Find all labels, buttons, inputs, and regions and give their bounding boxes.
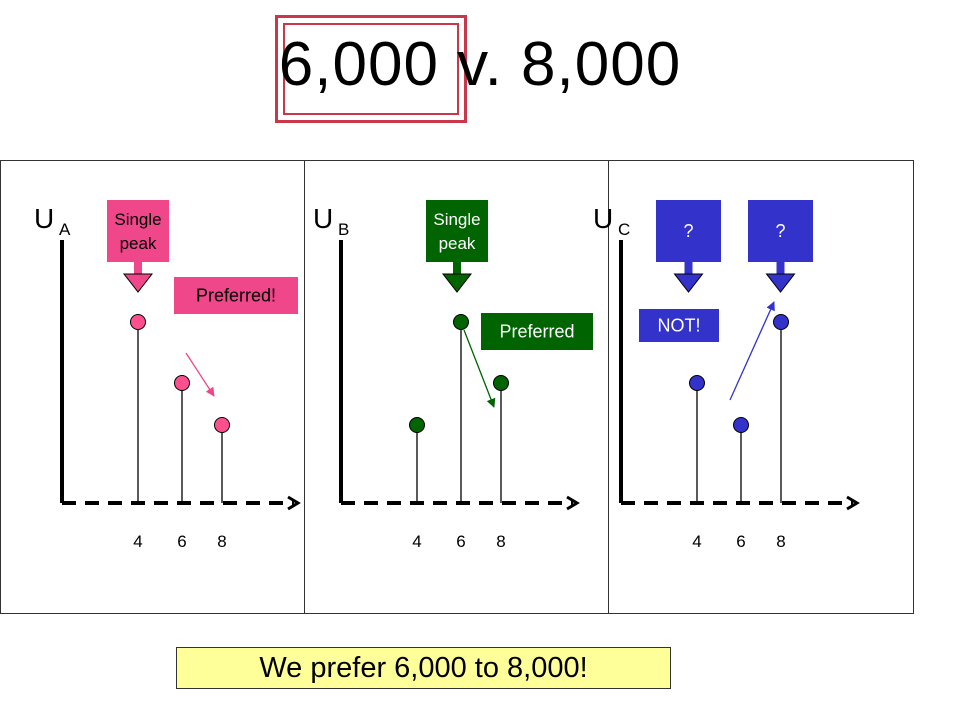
- tick-label: 6: [177, 532, 186, 551]
- callout-box: [426, 200, 488, 262]
- axis-label: U: [313, 203, 333, 234]
- callout-arrow-stem: [134, 262, 142, 276]
- callout-arrow-head: [122, 273, 154, 293]
- callout-box: [107, 200, 169, 262]
- utility-point: [453, 314, 469, 330]
- callout-box: [748, 200, 813, 262]
- tick-label: 6: [736, 532, 745, 551]
- callout-arrow-stem: [684, 262, 693, 276]
- callout-text: Single: [433, 210, 480, 229]
- x-axis-arrowhead: [287, 495, 301, 511]
- utility-point: [214, 417, 230, 433]
- axis-subscript: A: [59, 220, 71, 239]
- axis-label: U: [34, 203, 54, 234]
- utility-point: [689, 375, 705, 391]
- conclusion-banner: We prefer 6,000 to 8,000!: [176, 647, 671, 689]
- callout-text: Single: [114, 210, 161, 229]
- tick-label: 8: [217, 532, 226, 551]
- callout-arrow-stem: [453, 262, 461, 276]
- callout-text: ?: [775, 221, 785, 241]
- tick-label: 4: [412, 532, 421, 551]
- utility-point: [733, 417, 749, 433]
- title-frame: [275, 15, 467, 123]
- tick-label: 4: [692, 532, 701, 551]
- tick-label: 8: [496, 532, 505, 551]
- callout-text: ?: [683, 221, 693, 241]
- x-axis-arrowhead: [566, 495, 580, 511]
- utility-point: [174, 375, 190, 391]
- callout-box: [481, 313, 593, 350]
- callout-arrow-head: [765, 273, 796, 293]
- preference-arrow-c: [729, 301, 775, 401]
- callout-arrow-stem: [776, 262, 785, 276]
- utility-point: [130, 314, 146, 330]
- x-axis-arrowhead: [846, 495, 860, 511]
- callout-text: Preferred!: [196, 286, 276, 306]
- utility-point: [493, 375, 509, 391]
- callout-box: [639, 309, 719, 342]
- tick-label: 4: [133, 532, 142, 551]
- axis-subscript: B: [338, 220, 349, 239]
- preference-arrow-a: [185, 352, 215, 397]
- tick-label: 6: [456, 532, 465, 551]
- callout-text: peak: [439, 234, 476, 253]
- page-title: 6,000 v. 8,000: [278, 30, 682, 99]
- callout-text: Preferred: [499, 322, 574, 342]
- callout-text: NOT!: [658, 316, 701, 336]
- preference-arrow-b: [463, 329, 496, 408]
- callout-box: [656, 200, 721, 262]
- title-frame-inner: [283, 23, 459, 115]
- axis-subscript: C: [618, 220, 630, 239]
- axis-label: U: [593, 203, 613, 234]
- utility-point: [773, 314, 789, 330]
- diagram-panels: [0, 160, 914, 614]
- callout-text: peak: [120, 234, 157, 253]
- panel-divider: [304, 161, 305, 613]
- callout-arrow-head: [441, 273, 473, 293]
- callout-box: [174, 277, 298, 314]
- tick-label: 8: [776, 532, 785, 551]
- panel-divider: [608, 161, 609, 613]
- callout-arrow-head: [673, 273, 704, 293]
- utility-point: [409, 417, 425, 433]
